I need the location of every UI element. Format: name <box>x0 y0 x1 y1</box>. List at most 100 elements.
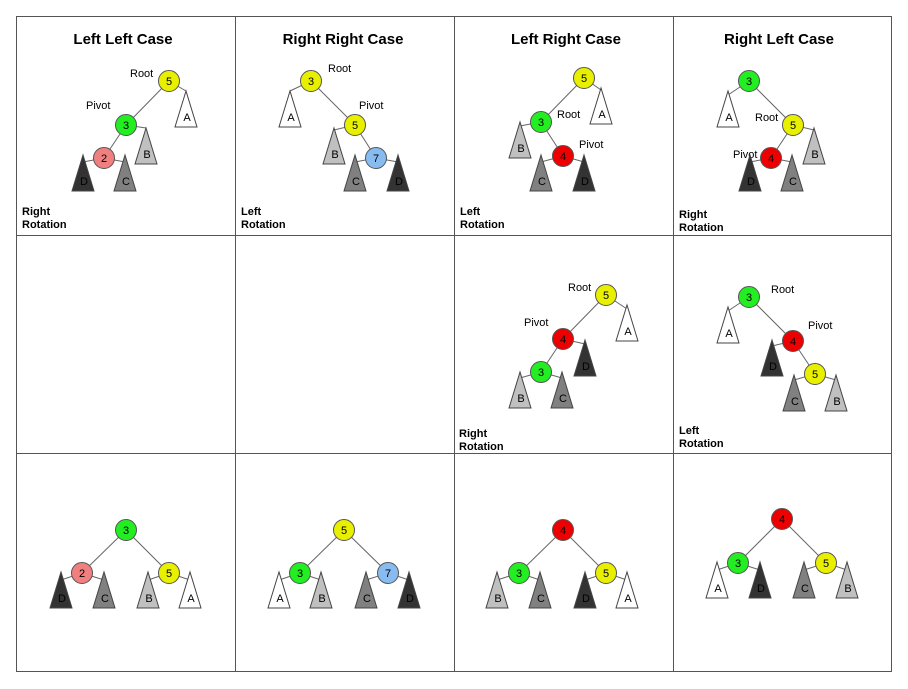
tree-node-3: 3 <box>738 70 760 92</box>
pivot-label: Pivot <box>808 320 832 332</box>
subtree-a: A <box>716 89 740 128</box>
rotation-line1: Right <box>22 206 50 218</box>
svg-text:7: 7 <box>385 568 391 580</box>
svg-text:D: D <box>395 176 403 188</box>
svg-text:A: A <box>287 112 295 124</box>
subtree-b: B <box>309 570 333 609</box>
title-left-right-case: Left Right Case <box>511 31 621 48</box>
svg-text:B: B <box>517 143 524 155</box>
subtree-d: D <box>573 570 597 609</box>
tree-node-3: 3 <box>738 286 760 308</box>
svg-text:3: 3 <box>123 525 129 537</box>
subtree-b: B <box>802 126 826 165</box>
rotation-line1: Left <box>241 206 262 218</box>
root-label: Root <box>557 109 580 121</box>
pivot-label: Pivot <box>86 100 110 112</box>
subtree-c: C <box>780 153 804 192</box>
tree-node-4: 4 <box>552 519 574 541</box>
tree-node-5: 5 <box>595 284 617 306</box>
subtree-b: B <box>835 560 859 599</box>
svg-text:A: A <box>725 328 733 340</box>
svg-text:5: 5 <box>581 73 587 85</box>
rotation-line1: Right <box>679 209 707 221</box>
svg-text:4: 4 <box>790 336 796 348</box>
rotation-line2: Rotation <box>679 438 724 450</box>
subtree-d: D <box>748 560 772 599</box>
pivot-label: Pivot <box>359 100 383 112</box>
subtree-d: D <box>738 153 762 192</box>
svg-text:B: B <box>517 393 524 405</box>
pivot-label: Pivot <box>524 317 548 329</box>
root-label: Root <box>328 63 351 75</box>
svg-text:7: 7 <box>373 153 379 165</box>
subtree-b: B <box>508 370 532 409</box>
svg-text:C: C <box>122 176 130 188</box>
svg-text:A: A <box>725 112 733 124</box>
svg-text:A: A <box>598 109 606 121</box>
rotation-line2: Rotation <box>22 219 67 231</box>
svg-text:D: D <box>582 593 590 605</box>
subtree-c: C <box>354 570 378 609</box>
svg-text:5: 5 <box>166 76 172 88</box>
tree-node-7: 7 <box>377 562 399 584</box>
svg-text:A: A <box>714 583 722 595</box>
subtree-d: D <box>760 338 784 377</box>
subtree-b: B <box>322 126 346 165</box>
svg-text:3: 3 <box>308 76 314 88</box>
subtree-d: D <box>49 570 73 609</box>
rotation-line1: Right <box>459 428 487 440</box>
svg-text:D: D <box>582 361 590 373</box>
tree-node-5: 5 <box>804 363 826 385</box>
svg-text:5: 5 <box>790 120 796 132</box>
svg-text:5: 5 <box>603 290 609 302</box>
tree-node-3: 3 <box>115 114 137 136</box>
svg-text:3: 3 <box>516 568 522 580</box>
svg-text:C: C <box>801 583 809 595</box>
subtree-a: A <box>178 570 202 609</box>
tree-node-3: 3 <box>727 552 749 574</box>
tree-node-5: 5 <box>595 562 617 584</box>
root-label: Root <box>568 282 591 294</box>
svg-text:B: B <box>844 583 851 595</box>
svg-text:A: A <box>624 593 632 605</box>
svg-text:5: 5 <box>812 369 818 381</box>
subtree-a: A <box>174 89 198 128</box>
svg-text:A: A <box>187 593 195 605</box>
svg-text:3: 3 <box>538 367 544 379</box>
tree-node-5: 5 <box>573 67 595 89</box>
subtree-b: B <box>824 373 848 412</box>
subtree-b: B <box>485 570 509 609</box>
svg-text:D: D <box>747 176 755 188</box>
svg-text:3: 3 <box>746 76 752 88</box>
subtree-c: C <box>528 570 552 609</box>
tree-node-4: 4 <box>552 145 574 167</box>
root-label: Root <box>130 68 153 80</box>
svg-text:A: A <box>624 326 632 338</box>
subtree-c: C <box>529 153 553 192</box>
subtree-a: A <box>267 570 291 609</box>
tree-node-3: 3 <box>115 519 137 541</box>
subtree-d: D <box>572 153 596 192</box>
title-left-left-case: Left Left Case <box>73 31 172 48</box>
svg-text:5: 5 <box>603 568 609 580</box>
subtree-d: D <box>573 338 597 377</box>
svg-text:C: C <box>559 393 567 405</box>
title-right-right-case: Right Right Case <box>283 31 404 48</box>
tree-node-2: 2 <box>93 147 115 169</box>
subtree-c: C <box>92 570 116 609</box>
rotation-line2: Rotation <box>679 222 724 234</box>
subtree-b: B <box>508 120 532 159</box>
svg-text:2: 2 <box>101 153 107 165</box>
subtree-a: A <box>615 303 639 342</box>
subtree-a: A <box>278 89 302 128</box>
svg-text:5: 5 <box>352 120 358 132</box>
svg-text:C: C <box>363 593 371 605</box>
svg-text:D: D <box>80 176 88 188</box>
subtree-b: B <box>134 126 158 165</box>
svg-text:3: 3 <box>123 120 129 132</box>
pivot-label: Pivot <box>579 139 603 151</box>
svg-text:C: C <box>791 396 799 408</box>
rotation-line2: Rotation <box>459 441 504 453</box>
